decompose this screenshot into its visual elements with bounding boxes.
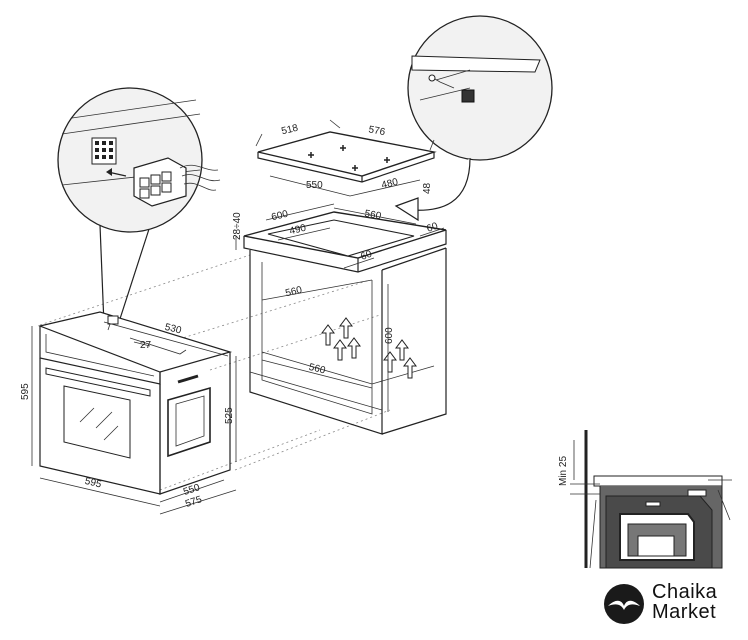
clip-icon xyxy=(428,74,475,103)
hob xyxy=(255,119,437,197)
dim-hob-width: 576 xyxy=(368,124,387,138)
dim-min-gap: Min 25 xyxy=(558,456,569,486)
oven xyxy=(37,311,233,495)
socket-icon xyxy=(91,137,117,165)
dim-cabinet-base-width: 560 xyxy=(308,362,327,377)
dim-oven-height: 595 xyxy=(20,383,31,400)
dim-oven-width: 595 xyxy=(84,476,103,491)
dim-cutout-depth-top: 480 xyxy=(380,177,399,192)
dim-oven-panel: 27 xyxy=(140,340,152,351)
dim-oven-total-depth: 575 xyxy=(184,494,204,510)
cabinet xyxy=(235,203,447,435)
dim-hob-depth: 518 xyxy=(280,123,299,138)
brand-logo: Chaika Market xyxy=(602,580,748,630)
airflow-arrows-icon xyxy=(321,317,417,379)
dim-clearance-front: 60 xyxy=(359,249,374,263)
arrow-icon xyxy=(106,168,127,177)
dim-cutout-depth: 490 xyxy=(288,223,307,238)
dim-cabinet-height: 600 xyxy=(384,327,395,344)
seagull-logo-icon xyxy=(604,584,644,624)
dim-cutout-width-top: 550 xyxy=(306,180,323,191)
dim-oven-inner-height: 525 xyxy=(224,407,235,424)
dim-oven-body-depth: 550 xyxy=(182,482,202,498)
dim-clearance-back: 60 xyxy=(425,221,440,235)
section-detail xyxy=(570,430,732,569)
dim-cutout-width: 560 xyxy=(364,208,383,222)
plug-icon xyxy=(133,157,221,207)
clip-callout xyxy=(394,15,553,222)
dim-oven-depth: 530 xyxy=(164,322,183,337)
connector-callout xyxy=(57,87,221,326)
projection-lines xyxy=(39,254,391,491)
brand-name: Chaika Market xyxy=(652,582,717,622)
brand-line1: Chaika xyxy=(652,581,718,603)
dim-cabinet-inner-width: 560 xyxy=(284,285,303,300)
dim-worktop-width: 600 xyxy=(270,209,289,224)
brand-line2: Market xyxy=(652,601,717,623)
dim-worktop-thickness: 28÷40 xyxy=(232,212,243,240)
dim-hob-height: 48 xyxy=(422,182,433,194)
